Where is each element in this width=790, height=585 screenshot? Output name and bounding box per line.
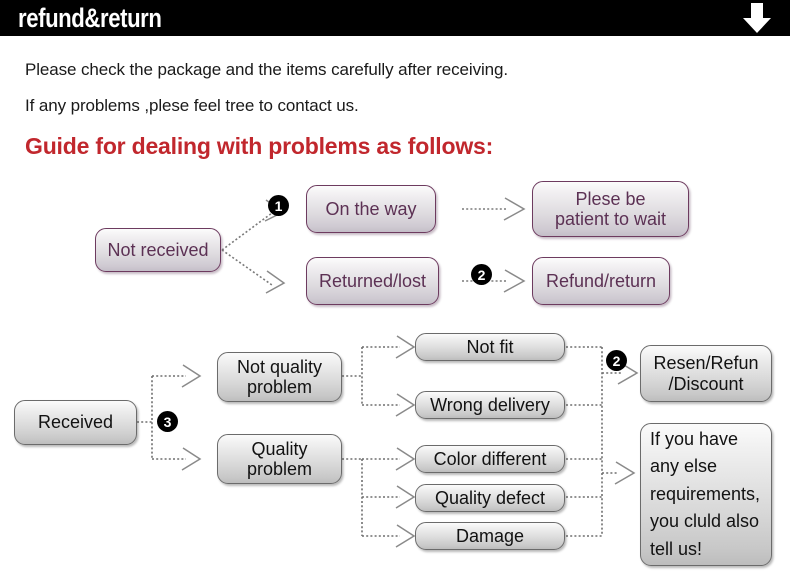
header-bar xyxy=(0,0,790,36)
badge-3: 3 xyxy=(157,411,178,432)
box-on-the-way[interactable]: On the way xyxy=(306,185,436,233)
badge-1: 1 xyxy=(268,195,289,216)
note-line-2: any else xyxy=(650,456,718,477)
page-title: refund&return xyxy=(18,3,162,33)
badge-2-upper: 2 xyxy=(471,264,492,285)
note-line-3: requirements, xyxy=(650,483,761,504)
box-quality-problem-line1: Quality xyxy=(251,438,308,459)
box-please-be-patient-line2: patient to wait xyxy=(554,209,667,229)
box-wrong-delivery[interactable]: Wrong delivery xyxy=(415,391,565,419)
box-extra-requirements-note[interactable]: If you have any else requirements, you c… xyxy=(640,423,772,566)
box-resend-refund-discount[interactable]: Resen/Refun /Discount xyxy=(640,345,772,402)
box-quality-problem[interactable]: Quality problem xyxy=(217,434,342,484)
note-line-4: you cluld also xyxy=(650,511,760,532)
box-quality-problem-line2: problem xyxy=(246,459,313,479)
box-resend-refund-discount-line2: /Discount xyxy=(668,373,744,394)
box-resend-refund-discount-line1: Resen/Refun xyxy=(653,353,759,374)
box-not-quality-problem[interactable]: Not quality problem xyxy=(217,352,342,402)
intro-line-2: If any problems ,plese feel tree to cont… xyxy=(25,96,359,115)
note-line-1: If you have xyxy=(650,429,739,450)
down-arrow-icon xyxy=(743,3,771,33)
box-please-be-patient[interactable]: Plese be patient to wait xyxy=(532,181,689,237)
box-damage[interactable]: Damage xyxy=(415,522,565,550)
note-line-5: tell us! xyxy=(650,538,703,559)
intro-line-1: Please check the package and the items c… xyxy=(25,60,508,79)
box-not-quality-problem-line2: problem xyxy=(246,377,313,397)
box-color-different[interactable]: Color different xyxy=(415,445,565,473)
box-please-be-patient-line1: Plese be xyxy=(575,188,646,209)
guide-heading: Guide for dealing with problems as follo… xyxy=(25,133,494,159)
box-refund-return[interactable]: Refund/return xyxy=(532,257,670,305)
box-quality-defect[interactable]: Quality defect xyxy=(415,484,565,512)
box-not-received[interactable]: Not received xyxy=(95,228,221,272)
box-not-fit[interactable]: Not fit xyxy=(415,333,565,361)
box-not-quality-problem-line1: Not quality xyxy=(236,356,323,377)
box-received[interactable]: Received xyxy=(14,400,137,445)
box-returned-lost[interactable]: Returned/lost xyxy=(306,257,439,305)
badge-2-lower: 2 xyxy=(606,350,627,371)
